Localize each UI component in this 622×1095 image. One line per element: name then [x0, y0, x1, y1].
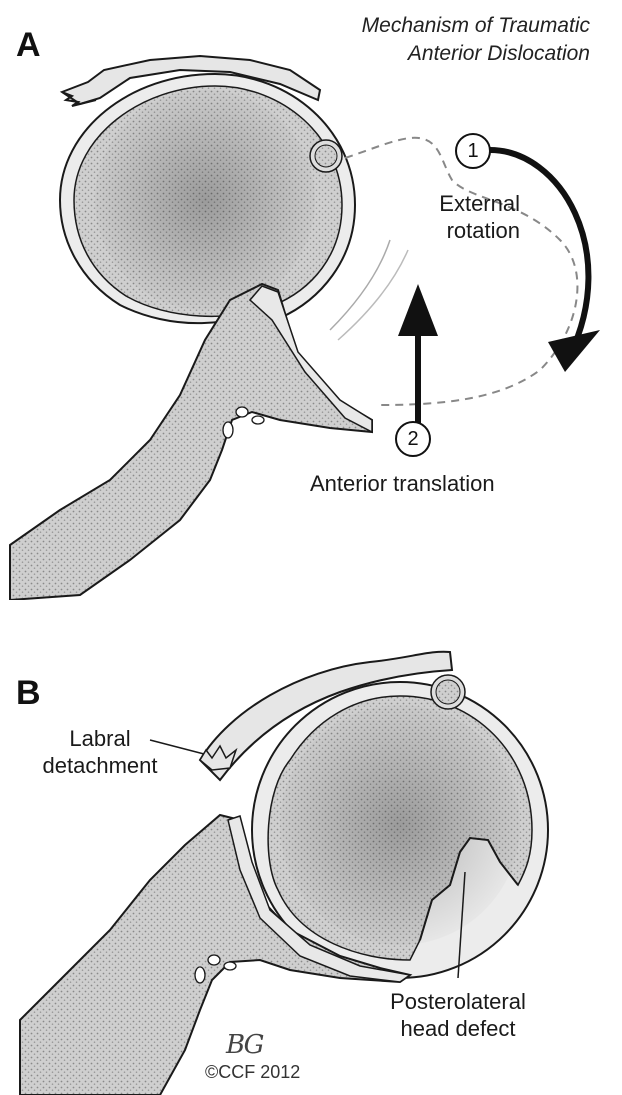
labral-line-2: detachment	[30, 752, 170, 779]
dashed-rotation-outline	[345, 138, 577, 405]
labral-line-1: Labral	[30, 725, 170, 752]
panel-a-title: Mechanism of Traumatic Anterior Dislocat…	[250, 12, 590, 68]
external-rotation-line-1: External	[410, 190, 520, 217]
title-line-1: Mechanism of Traumatic	[250, 12, 590, 40]
artist-signature: BG	[226, 1030, 262, 1060]
pelvis-bone-a	[10, 284, 372, 600]
panel-a-letter: A	[16, 26, 41, 65]
panel-b-letter: B	[16, 674, 41, 713]
step-1-badge: 1	[455, 133, 491, 169]
rotation-arrow	[490, 150, 588, 355]
external-rotation-line-2: rotation	[410, 217, 520, 244]
labral-detachment-label: Labral detachment	[30, 725, 170, 779]
panel-a: A Mechanism of Traumatic Anterior Disloc…	[0, 0, 622, 600]
panel-a-illustration	[0, 0, 622, 600]
copyright-text: ©CCF 2012	[205, 1062, 300, 1083]
step-2-badge: 2	[395, 421, 431, 457]
title-line-2: Anterior Dislocation	[250, 40, 590, 68]
defect-line-1: Posterolateral	[358, 988, 558, 1015]
external-rotation-label: External rotation	[410, 190, 520, 244]
posterolateral-defect-label: Posterolateral head defect	[358, 988, 558, 1042]
anterior-translation-label: Anterior translation	[310, 470, 495, 497]
defect-line-2: head defect	[358, 1015, 558, 1042]
panel-b: B Labral detachment Posterolateral head …	[0, 600, 622, 1095]
